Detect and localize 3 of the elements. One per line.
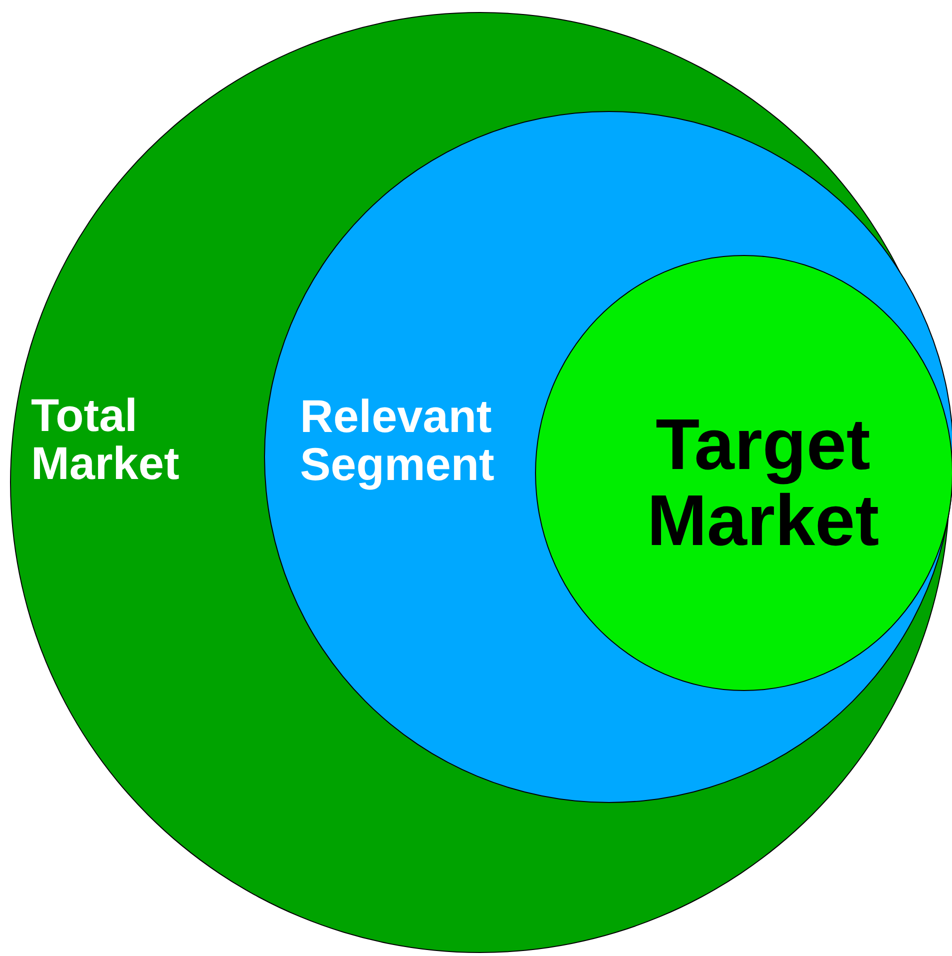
circle-label: Relevant Segment (300, 392, 496, 489)
circle-label: Target Market (646, 408, 880, 560)
circle-label: Total Market (31, 391, 180, 488)
